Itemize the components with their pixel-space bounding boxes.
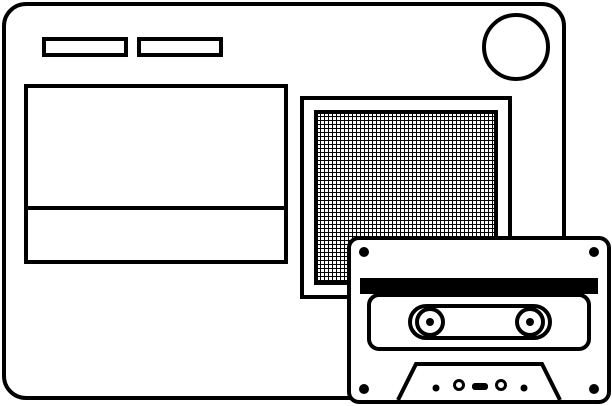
cassette-bottom-trapezoid <box>396 362 562 401</box>
volume-knob <box>482 13 550 81</box>
guide-hole-3 <box>495 379 507 391</box>
guide-hole-4 <box>520 384 528 392</box>
left-reel-icon <box>415 307 445 337</box>
tape-window <box>408 304 552 340</box>
guide-hole-1 <box>432 384 440 392</box>
screw-bottom-right <box>589 384 599 394</box>
control-button-left <box>42 37 128 57</box>
cassette-tape-icon <box>347 236 611 404</box>
cassette-label-strip <box>360 278 598 294</box>
screw-bottom-left <box>359 384 369 394</box>
screw-top-left <box>359 247 369 257</box>
right-reel-icon <box>515 307 545 337</box>
guide-slot <box>472 383 488 390</box>
screw-top-right <box>589 247 599 257</box>
cassette-deck-panel <box>24 84 288 264</box>
guide-hole-2 <box>453 379 465 391</box>
control-button-right <box>137 37 223 57</box>
